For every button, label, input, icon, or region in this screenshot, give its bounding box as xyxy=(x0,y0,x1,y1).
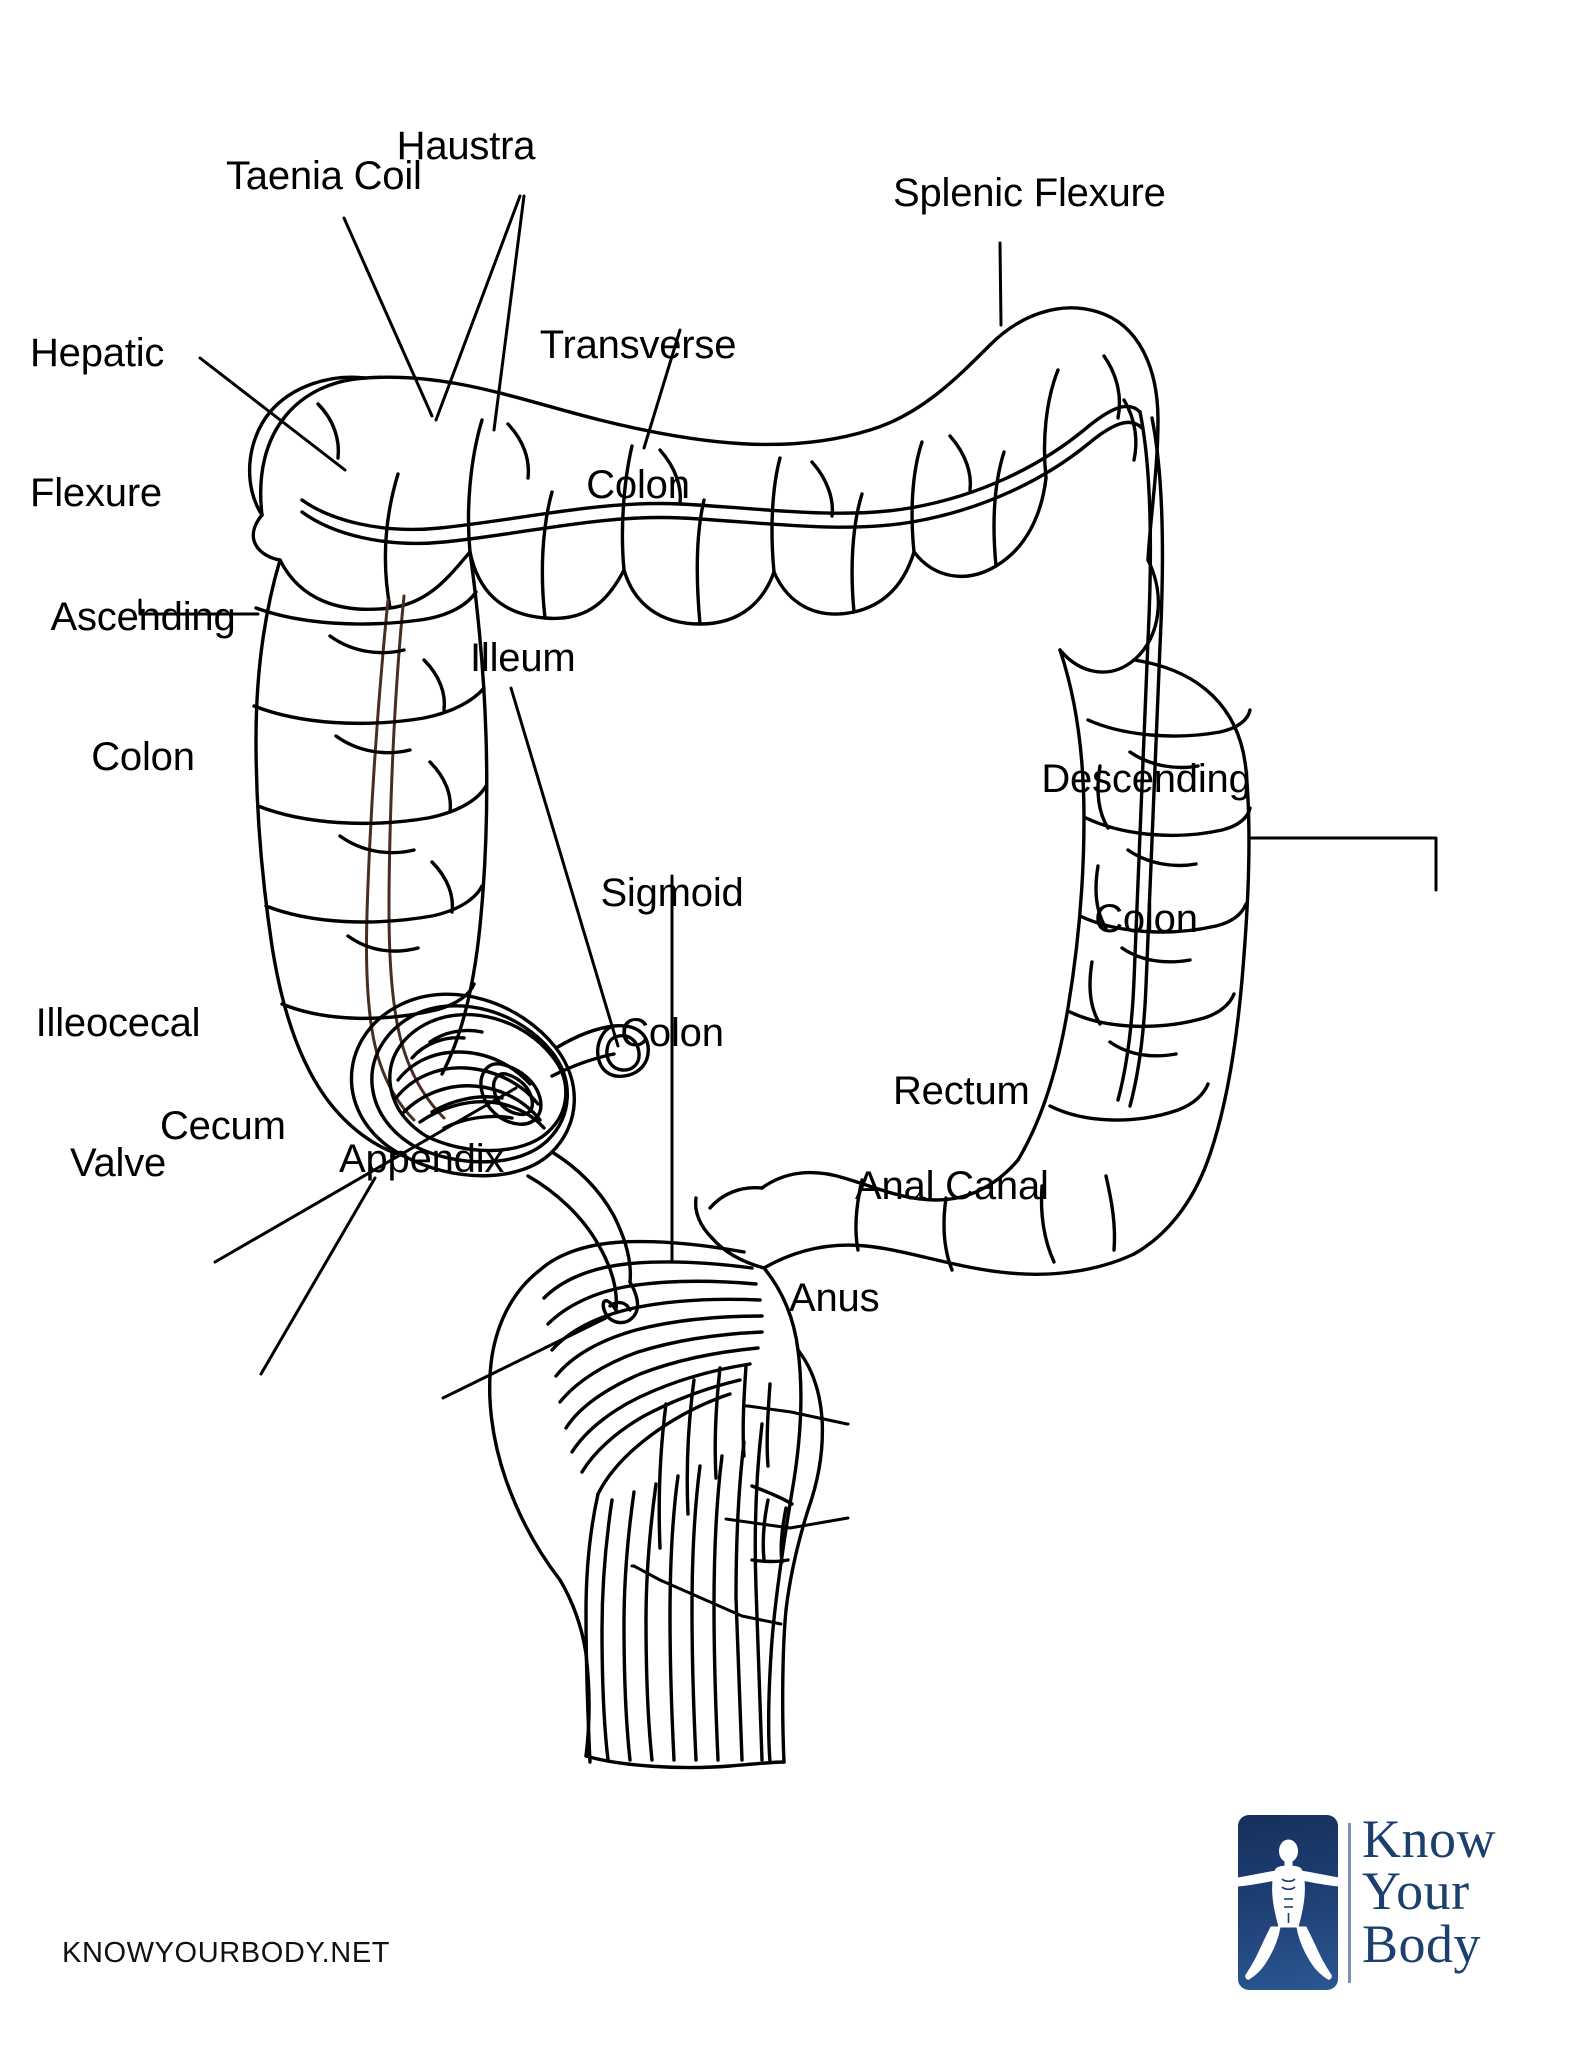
label-splenic-flexure: Splenic Flexure xyxy=(893,171,1166,215)
logo-divider xyxy=(1348,1823,1351,1983)
label-hepatic-flexure-line1: Hepatic xyxy=(30,330,165,375)
label-descending-colon-line2: Colon xyxy=(1094,896,1198,941)
site-url-text: KNOWYOURBODY.NET xyxy=(62,1937,391,1969)
label-ascending-colon-line2: Colon xyxy=(91,734,195,779)
label-sigmoid-colon: Sigmoid Colon xyxy=(562,776,782,1150)
know-your-body-logo: Know Your Body xyxy=(1216,1809,1538,1995)
vitruvian-figure-icon xyxy=(1216,1839,1361,1980)
label-anus: Anus xyxy=(789,1276,880,1320)
label-illeocecal-valve-line1: Illeocecal xyxy=(35,1000,201,1045)
logo-word-body: Body xyxy=(1362,1913,1482,1974)
label-ascending-colon-line1: Ascending xyxy=(50,594,236,639)
label-rectum: Rectum xyxy=(893,1069,1030,1113)
label-illeocecal-valve-line2: Valve xyxy=(69,1140,167,1185)
label-ascending-colon: Ascending Colon xyxy=(18,500,268,874)
logo-word-your: Your xyxy=(1362,1861,1470,1922)
logo-word-know: Know xyxy=(1362,1809,1496,1869)
label-appendix: Appendix xyxy=(339,1137,505,1181)
label-cecum: Cecum xyxy=(160,1104,286,1148)
label-transverse-colon-line1: Transverse xyxy=(539,322,737,367)
label-descending-colon-line1: Descending xyxy=(1041,756,1251,801)
label-taenia-coil: Taenia Coil xyxy=(226,154,422,198)
label-sigmoid-colon-line2: Colon xyxy=(620,1010,724,1055)
label-hepatic-flexure-line2: Flexure xyxy=(30,470,162,515)
label-anal-canal: Anal Canal xyxy=(855,1164,1049,1208)
label-sigmoid-colon-line1: Sigmoid xyxy=(600,870,744,915)
label-hepatic-flexure: Hepatic Flexure xyxy=(30,236,164,610)
label-illeum: Illeum xyxy=(470,636,576,680)
logo-wordmark: Know Your Body xyxy=(1362,1809,1496,1974)
label-illeocecal-valve: Illeocecal Valve xyxy=(8,906,228,1280)
label-transverse-colon-line2: Colon xyxy=(586,462,690,507)
label-descending-colon: Descending Colon xyxy=(996,662,1296,1036)
label-transverse-colon: Transverse Colon xyxy=(488,228,788,602)
label-haustra: Haustra xyxy=(396,124,536,168)
